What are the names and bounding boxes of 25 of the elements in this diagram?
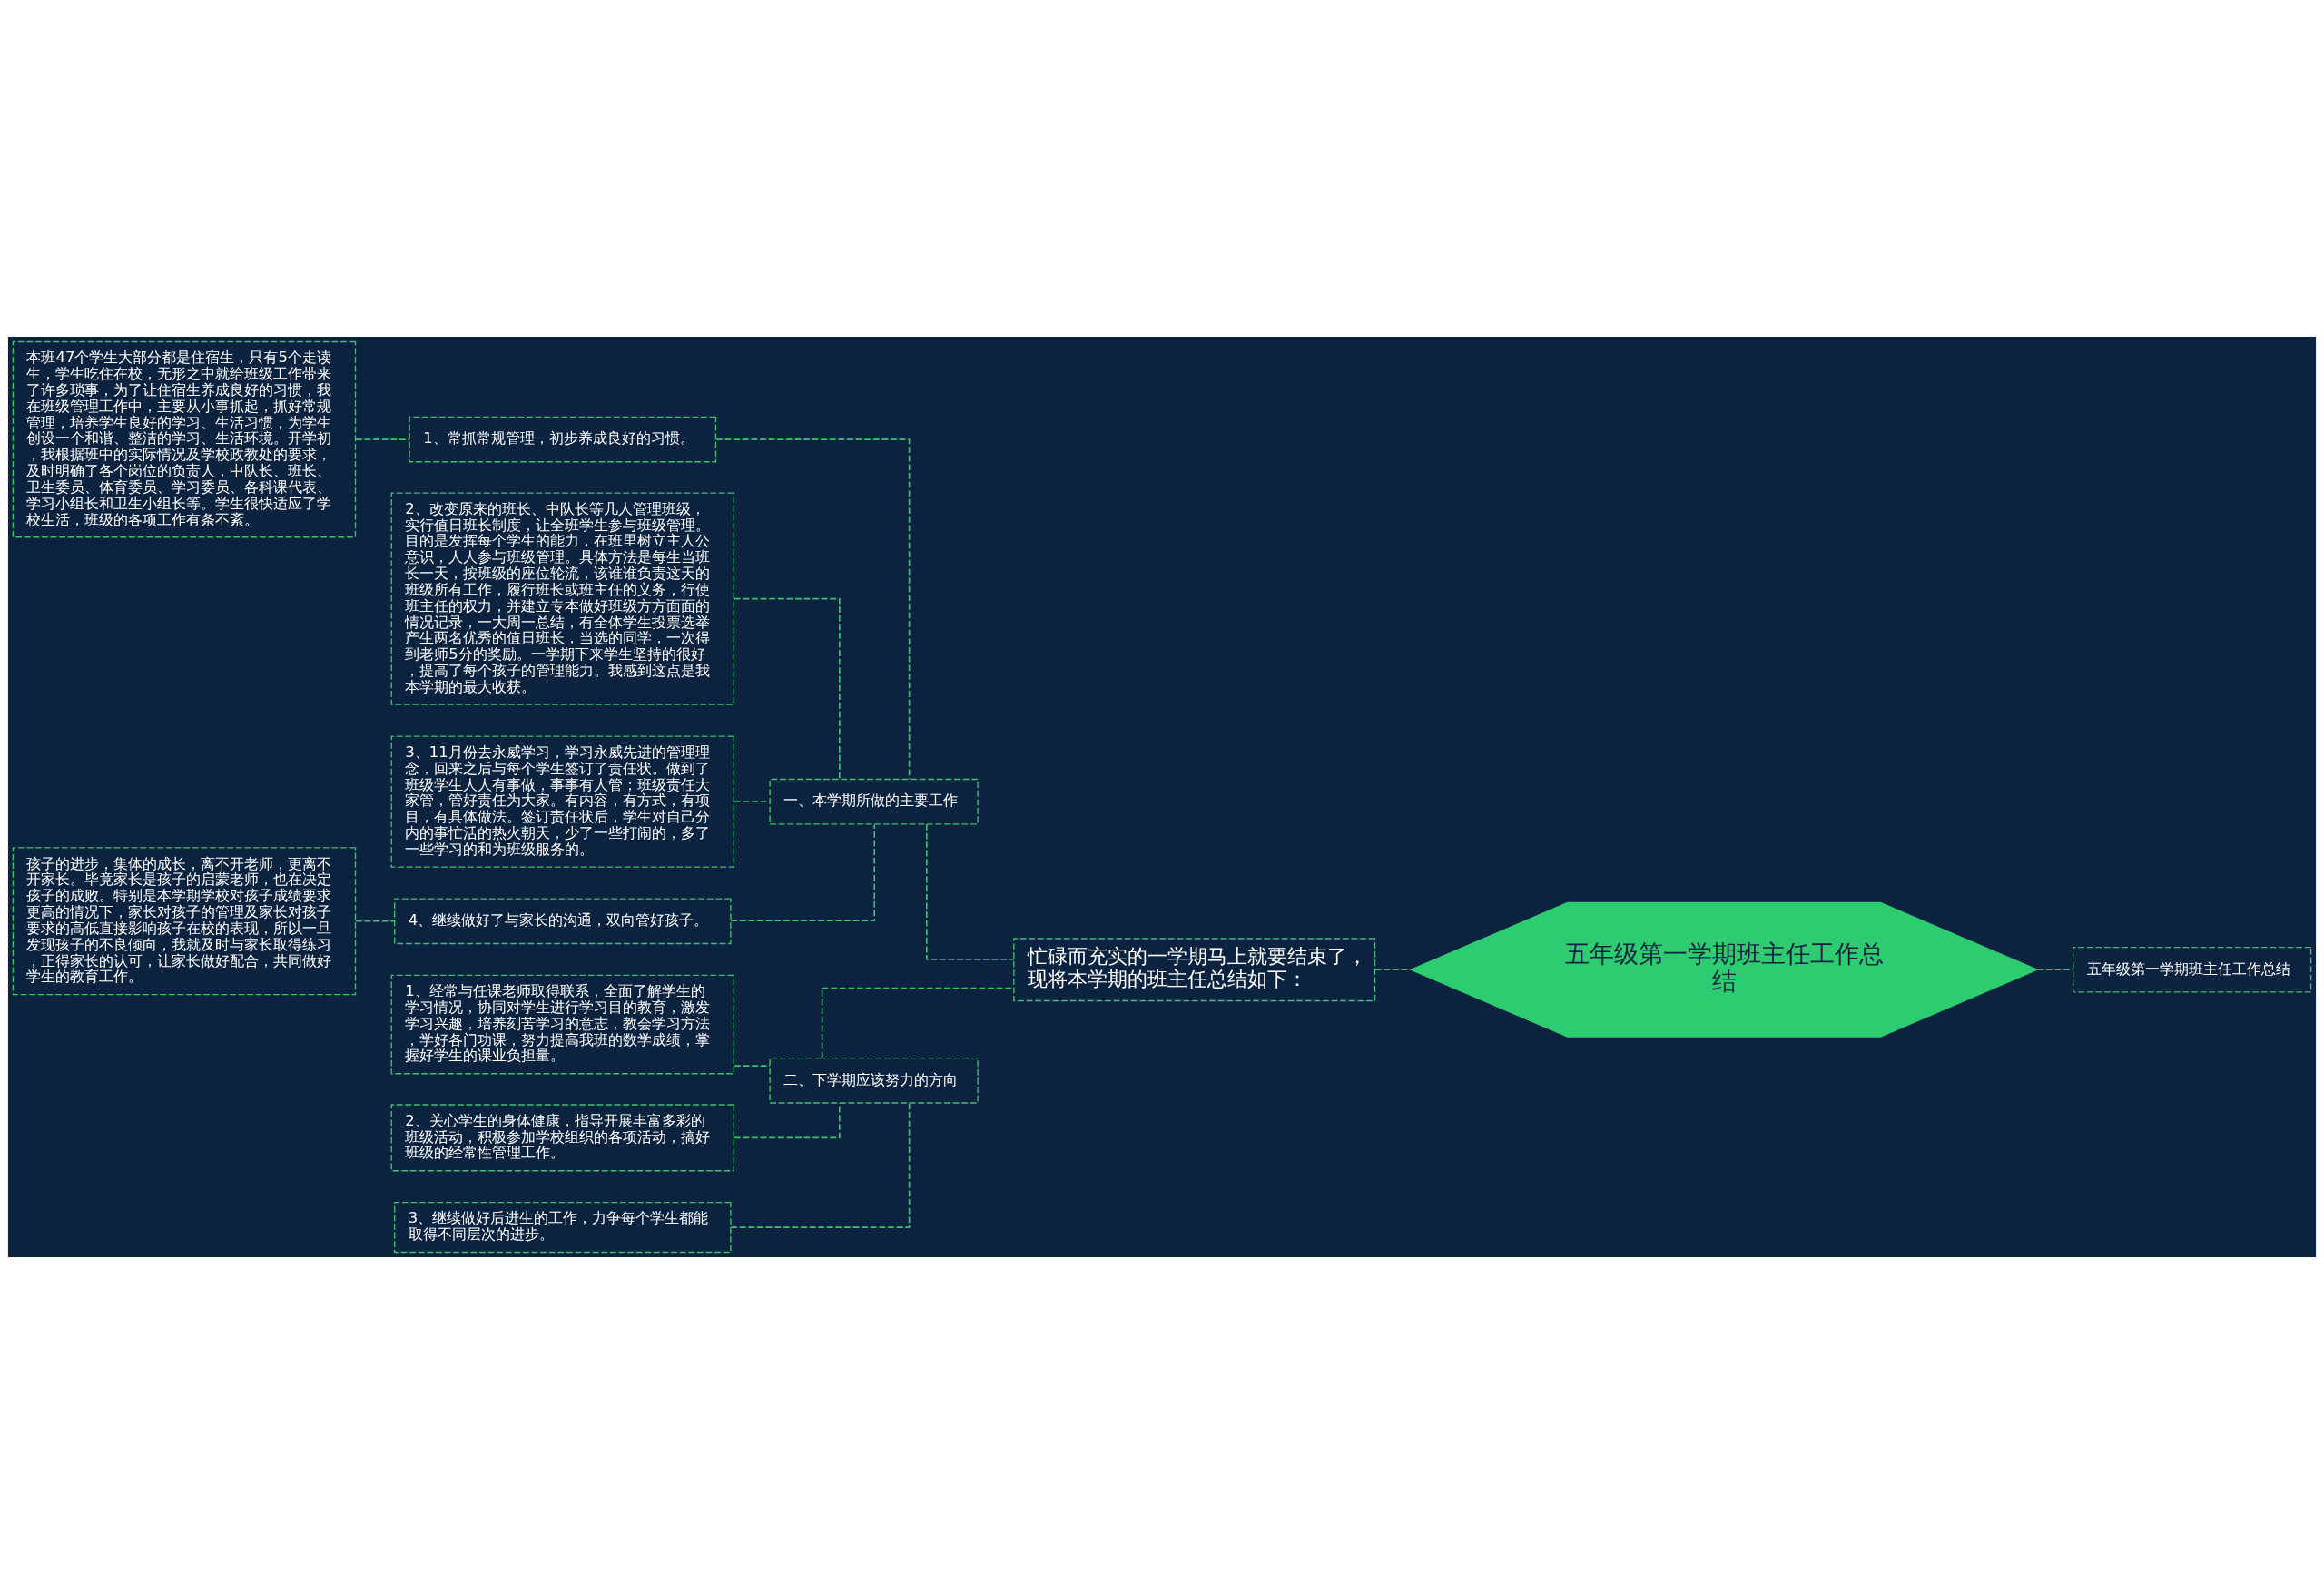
node-box: 3、继续做好后进生的工作，力争每个学生都能取得不同层次的进步。 [394,1202,732,1254]
connector [926,823,1015,960]
node-box: 1、常抓常规管理，初步养成良好的习惯。 [409,416,717,463]
connector [733,1102,841,1139]
connector [733,597,841,781]
node-box: 2、关心学生的身体健康，指导开展丰富多彩的班级活动，积极参加学校组织的各项活动，搞好班级的经常性管理工作。 [390,1104,735,1172]
connector [1374,969,1412,971]
connector [2036,969,2074,971]
node-box: 孩子的进步，集体的成长，离不开老师，更离不开家长。毕竟家长是孩子的启蒙老师，也在决定孩子的成败。特别是本学期学校对孩子成绩要求更高的情况下，家长对孩子的管理及家长对孩子要求的高低直接影响孩子在校的表现，所以一旦发现孩子的不良倾向，我就及时与家长取得练习，正得家长的认可，让家长做好配合，共同做好学生的教育工作。 [12,847,357,996]
node-box: 本班47个学生大部分都是住宿生，只有5个走读生，学生吃住在校，无形之中就给班级工作带来了许多琐事，为了让住宿生养成良好的习惯，我在班级管理工作中，主要从小事抓起，抓好常规管理，培养学生良好的学习、生活习惯，为学生创设一个和谐、整洁的学习、生活环境。开学初，我根据班中的实际情况及学校政教处的要求，及时明确了各个岗位的负责人，中队长、班长、卫生委员、体育委员、学习委员、各科课代表、学习小组长和卫生小组长等。学生很快适应了学校生活，班级的各项工作有条不紊。 [12,340,357,538]
connector [730,1102,911,1228]
connector [355,920,396,922]
node-box: 五年级第一学期班主任工作总结 [2073,946,2312,993]
connector [733,801,771,802]
node-box: 1、经常与任课老师取得联系，全面了解学生的学习情况，协同对学生进行学习目的教育，激发学习兴趣，培养刻苦学习的意志，教会学习方法，学好各门功课，努力提高我班的数学成绩，掌握好学生的课业负担量。 [390,974,735,1075]
node-box: 4、继续做好了与家长的沟通，双向管好孩子。 [394,898,732,945]
connector [355,438,410,440]
node-box: 2、改变原来的班长、中队长等几人管理班级，实行值日班长制度，让全班学生参与班级管理。目的是发挥每个学生的能力，在班里树立主人公意识，人人参与班级管理。具体方法是每生当班长一天，按班级的座位轮流，该谁谁负责这天的班级所有工作，履行班长或班主任的义务，行使班主任的权力，并建立专本做好班级方方面面的情况记录，一大周一总结，有全体学生投票选举产生两名优秀的值日班长，当选的同学，一次得到老师5分的奖励。一学期下来学生坚持的很好，提高了每个孩子的管理能力。我感到这点是我本学期的最大收获。 [390,492,735,705]
node-box: 3、11月份去永威学习，学习永威先进的管理理念，回来之后与每个学生签订了责任状。做到了班级学生人人有事做，事事有人管；班级责任大家管，管好责任为大家。有内容，有方式，有项目，有具体做法。签订责任状后，学生对自己分内的事忙活的热火朝天，少了一些打闹的，多了一些学习的和为班级服务的。 [390,735,735,868]
connector [715,438,911,780]
node-box: 忙碌而充实的一学期马上就要结束了，现将本学期的班主任总结如下： [1013,938,1376,1002]
connector [733,1065,771,1067]
node-box: 一、本学期所做的主要工作 [769,778,979,825]
connector [730,823,876,921]
node-box: 二、下学期应该努力的方向 [769,1057,979,1104]
